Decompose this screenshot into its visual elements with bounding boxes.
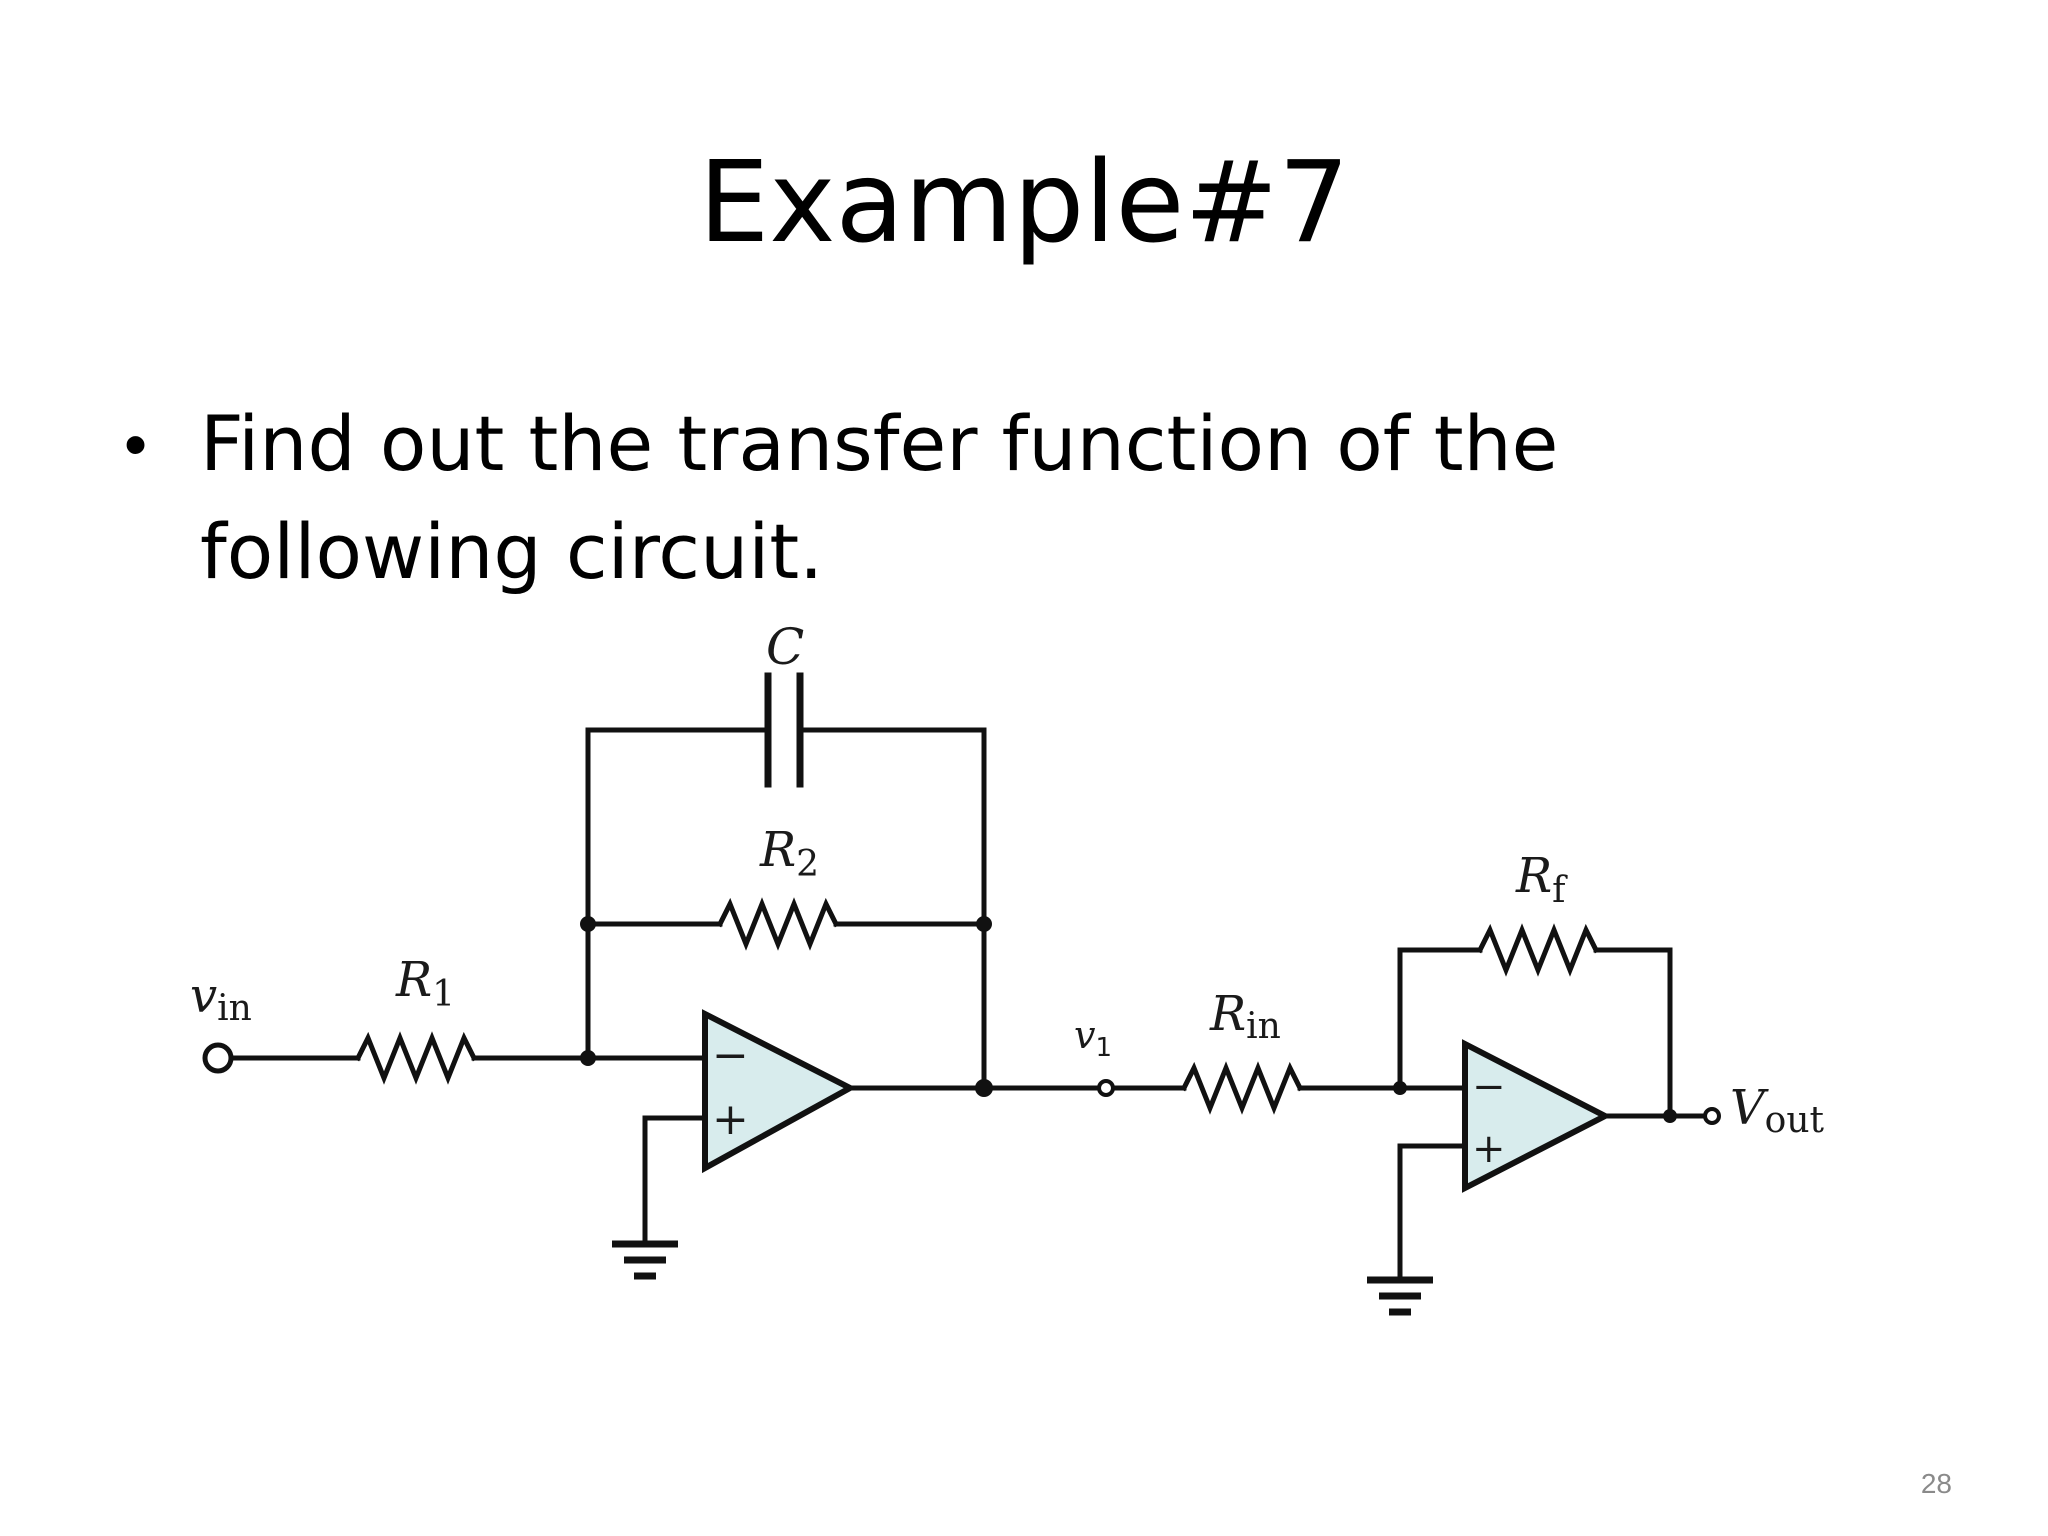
ground-icon: [1367, 1276, 1433, 1316]
label-r2: R2: [759, 822, 819, 885]
label-rin: Rin: [1209, 986, 1281, 1047]
label-v1: v1: [1074, 1013, 1112, 1063]
junction-dots: [580, 916, 1677, 1123]
junction-dot: [580, 1050, 596, 1066]
bullet-dot: •: [124, 407, 148, 481]
terminal-v1: [1097, 1079, 1115, 1097]
junction-dot: [1393, 1081, 1407, 1095]
slide-title: Example#7: [698, 138, 1350, 268]
resistor-r2: [716, 897, 840, 951]
resistor-rin: [1180, 1061, 1304, 1115]
label-rf: Rf: [1515, 848, 1568, 911]
terminal-vin: [202, 1042, 234, 1074]
bullet-text: Find out the transfer function of the fo…: [200, 399, 1559, 596]
opamp1-plus-sign: +: [712, 1094, 749, 1145]
resistor-r1: [354, 1031, 478, 1085]
opamp2-plus-sign: +: [1472, 1126, 1506, 1172]
opamp1-minus-sign: −: [712, 1030, 749, 1081]
ground-icon: [612, 1240, 678, 1280]
opamp-2: [1462, 1039, 1612, 1193]
page-number: 28: [1920, 1468, 1952, 1499]
junction-dot: [975, 1079, 993, 1097]
opamp-1: [702, 1009, 857, 1174]
resistor-rf: [1476, 923, 1600, 977]
junction-dot: [1663, 1109, 1677, 1123]
junction-dot: [580, 916, 596, 932]
opamp2-minus-sign: −: [1472, 1064, 1506, 1110]
label-vout: Vout: [1730, 1080, 1825, 1141]
bullet-item: • Find out the transfer function of the …: [124, 390, 1944, 606]
label-c: C: [766, 618, 804, 676]
label-r1: R1: [395, 952, 455, 1015]
label-vin: vin: [190, 968, 252, 1029]
junction-dot: [976, 916, 992, 932]
wires: [229, 672, 1707, 1279]
terminal-vout: [1703, 1107, 1721, 1125]
